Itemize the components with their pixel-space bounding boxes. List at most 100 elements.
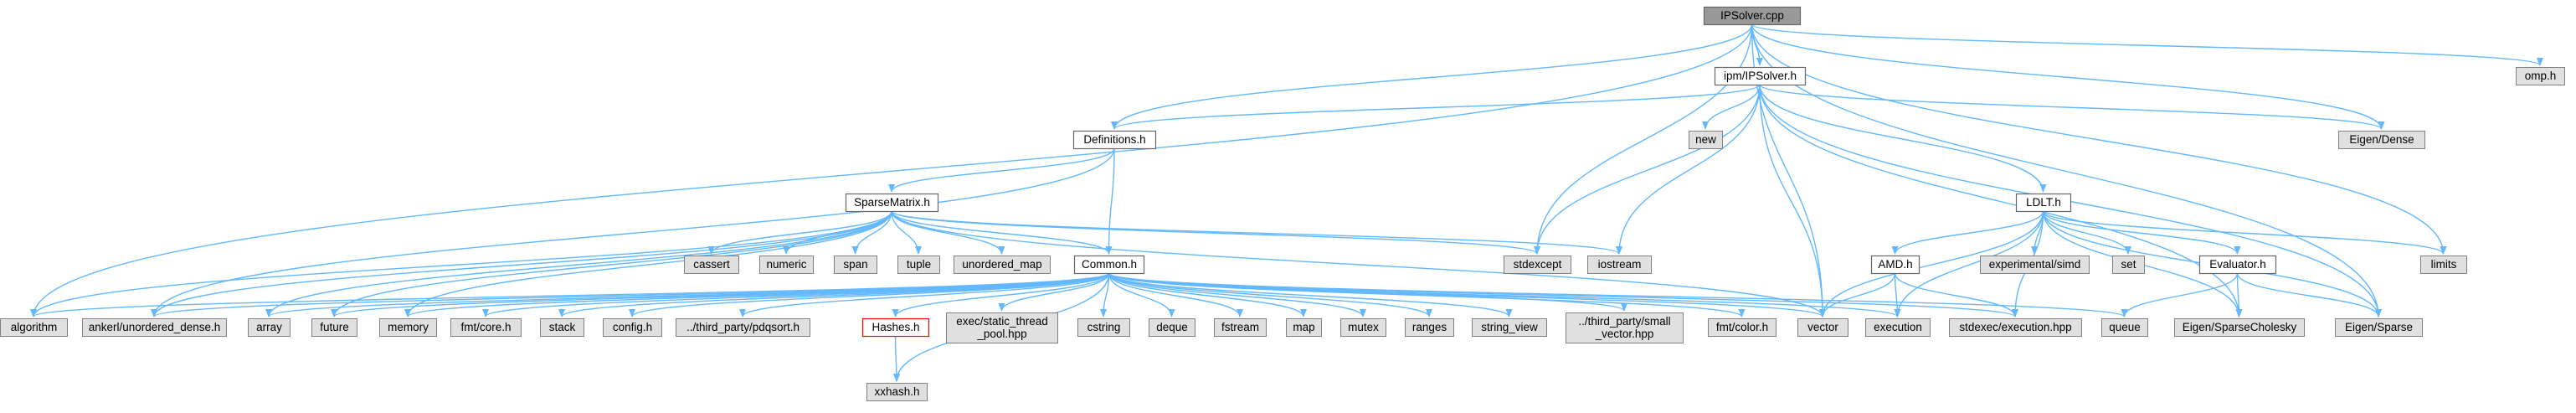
edge-sparsematrix-h-to-array (265, 210, 892, 317)
edge-sparsematrix-h-to-tuple (891, 210, 922, 255)
edge-definitions-h-to-common-h (1105, 147, 1115, 255)
edge-ipm-ipsolver-h-to-ldlt-h (1759, 84, 2047, 193)
node-limits: limits (2420, 256, 2467, 274)
node-box (450, 318, 522, 337)
edge-ipm-ipsolver-h-to-definitions-h (1111, 84, 1761, 130)
node-label: exec/static_thread (956, 315, 1048, 328)
node-box (954, 256, 1051, 274)
edge-hashes-h-to-xxhash-h (892, 335, 900, 382)
edge-ipm-ipsolver-h-to-sparse-cholesky (1759, 84, 2243, 317)
node-numeric: numeric (759, 256, 814, 274)
node-deque: deque (1149, 318, 1195, 337)
node-definitions-h[interactable]: Definitions.h (1072, 130, 1157, 150)
node-omp-h: omp.h (2516, 67, 2565, 85)
edge-common-h-to-fstream (1108, 272, 1243, 317)
node-box (1689, 131, 1723, 149)
edge-definitions-h-to-ankerl (151, 147, 1115, 317)
node-vector: vector (1797, 318, 1848, 337)
node-common-h[interactable]: Common.h (1073, 255, 1145, 275)
node-box (2112, 256, 2145, 274)
edge-sparsematrix-h-to-iostream (891, 210, 1622, 255)
node-label: experimental/simd (1989, 258, 2081, 271)
node-box (866, 383, 928, 401)
edge-ipsolver-cpp-to-algorithm (30, 23, 1753, 317)
node-hashes-h[interactable]: Hashes.h (861, 317, 930, 338)
node-sparsematrix-h[interactable]: SparseMatrix.h (845, 193, 939, 213)
node-label: memory (388, 321, 429, 333)
node-label: fstream (1221, 321, 1259, 333)
node-label: tuple (907, 258, 931, 271)
node-label: stack (549, 321, 576, 333)
edge-common-h-to-pdqsort (739, 272, 1110, 317)
edge-ldlt-h-to-limits (2042, 210, 2447, 255)
node-stdexcept: stdexcept (1504, 256, 1571, 274)
node-box (834, 256, 877, 274)
node-label: numeric (766, 258, 806, 271)
node-box (1949, 318, 2082, 337)
edge-sparsematrix-h-to-span (851, 210, 892, 255)
node-cassert: cassert (684, 256, 739, 274)
node-memory: memory (379, 318, 437, 337)
node-string-view: string_view (1472, 318, 1547, 337)
node-label: xxhash.h (874, 385, 919, 398)
edge-ipm-ipsolver-h-to-vector (1759, 84, 1826, 317)
edge-common-h-to-queue (1108, 272, 2128, 317)
edge-common-h-to-execution (1108, 272, 1901, 317)
node-label: Common.h (1082, 258, 1137, 271)
edge-common-h-to-mutex (1108, 272, 1366, 317)
node-label: queue (2109, 321, 2141, 333)
edge-sparsematrix-h-to-common-h (891, 210, 1113, 255)
node-box (1703, 6, 1802, 26)
node-amd-h[interactable]: AMD.h (1870, 255, 1920, 275)
edge-ipm-ipsolver-h-to-eigen-dense (1759, 84, 2385, 130)
node-box (1149, 318, 1195, 337)
node-box (1286, 318, 1322, 337)
node-label: stdexec/execution.hpp (1959, 321, 2071, 333)
node-ankerl: ankerl/unordered_dense.h (82, 318, 227, 337)
node-label: ipm/IPSolver.h (1724, 70, 1797, 82)
node-label: IPSolver.cpp (1720, 9, 1784, 22)
edge-amd-h-to-vector (1819, 272, 1896, 317)
node-box (861, 317, 930, 338)
edge-ipsolver-cpp-to-omp-h (1751, 23, 2543, 66)
node-fstream: fstream (1214, 318, 1267, 337)
node-small-vector: ../third_party/small_vector.hpp (1566, 312, 1684, 343)
node-static-thread-pool: exec/static_thread_pool.hpp (946, 312, 1058, 343)
node-ldlt-h[interactable]: LDLT.h (2015, 193, 2072, 213)
node-label: unordered_map (962, 258, 1041, 271)
node-box (759, 256, 814, 274)
node-label: omp.h (2525, 70, 2557, 82)
node-box (2198, 255, 2277, 275)
node-box (1980, 256, 2090, 274)
node-box (0, 318, 68, 337)
edge-common-h-to-config-h (629, 272, 1110, 317)
node-config-h: config.h (603, 318, 662, 337)
node-box (1340, 318, 1386, 337)
edge-ipsolver-cpp-to-definitions-h (1111, 23, 1753, 130)
node-box (1587, 256, 1652, 274)
edge-sparsematrix-h-to-algorithm (30, 210, 892, 317)
node-ipsolver-cpp[interactable]: IPSolver.cpp (1703, 6, 1802, 26)
node-box (684, 256, 739, 274)
node-label: Eigen/SparseCholesky (2183, 321, 2297, 333)
node-ipm-ipsolver-h[interactable]: ipm/IPSolver.h (1714, 66, 1807, 86)
node-box (540, 318, 584, 337)
node-box (2174, 318, 2305, 337)
node-label: mutex (1348, 321, 1379, 333)
node-map: map (1286, 318, 1322, 337)
node-label: ranges (1412, 321, 1447, 333)
node-box (845, 193, 939, 213)
node-experimental-simd: experimental/simd (1980, 256, 2090, 274)
node-layer: IPSolver.cpp ipm/IPSolver.h omp.hDefinitio… (0, 6, 2565, 401)
edge-ldlt-h-to-evaluator-h (2042, 210, 2241, 255)
edge-sparsematrix-h-to-ankerl (151, 210, 892, 317)
node-span: span (834, 256, 877, 274)
node-label: fmt/core.h (460, 321, 511, 333)
node-box (1708, 318, 1776, 337)
edge-common-h-to-string-view (1108, 272, 1513, 317)
node-label: map (1293, 321, 1314, 333)
node-evaluator-h[interactable]: Evaluator.h (2198, 255, 2277, 275)
node-label: Definitions.h (1083, 133, 1145, 146)
node-box (248, 318, 291, 337)
edge-ipm-ipsolver-h-to-stdexcept (1534, 84, 1761, 255)
